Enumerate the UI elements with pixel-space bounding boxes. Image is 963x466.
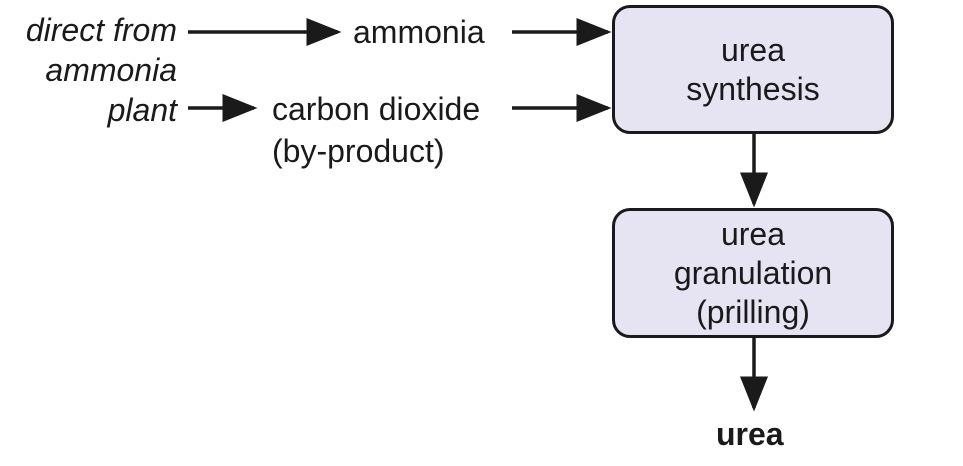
box-line: (prilling) (696, 293, 810, 330)
source-label: direct from ammonia plant (26, 10, 177, 130)
source-line: direct from (25, 12, 177, 48)
urea-output-label: urea (716, 416, 784, 452)
box-line: synthesis (686, 70, 820, 107)
ammonia-label: ammonia (353, 14, 485, 50)
box-line: granulation (673, 254, 833, 291)
box-line: urea (720, 215, 786, 252)
source-line: plant (107, 92, 177, 128)
carbon-dioxide-label: carbon dioxide (272, 91, 481, 127)
carbon-dioxide-byproduct-label: (by-product) (272, 133, 445, 169)
source-line: ammonia (45, 52, 177, 88)
box-line: urea (720, 31, 786, 68)
urea-granulation-box: urea granulation (prilling) (612, 208, 894, 338)
urea-synthesis-box: urea synthesis (612, 5, 894, 134)
